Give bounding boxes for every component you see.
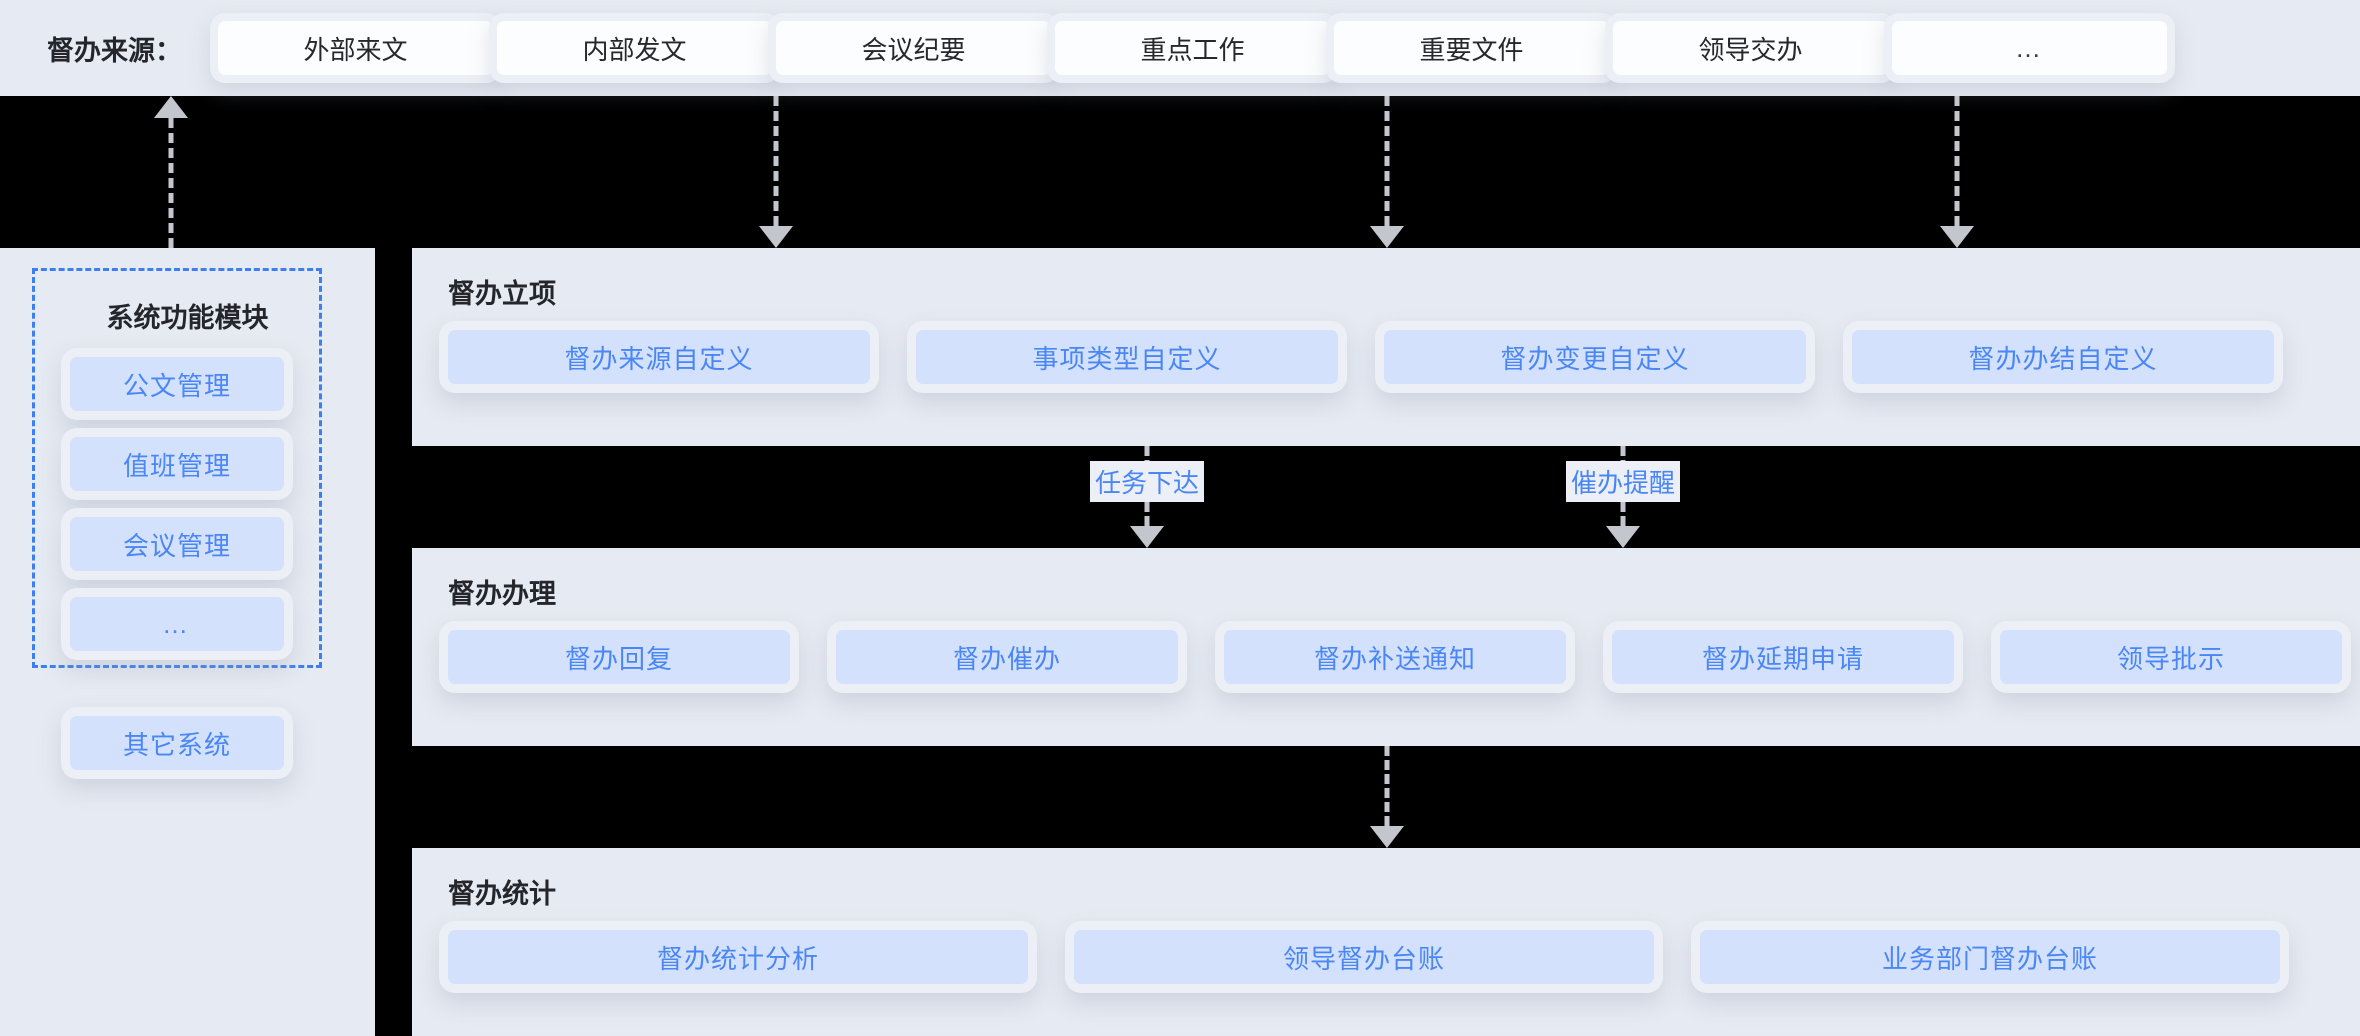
- source-chip-external-doc[interactable]: 外部来文: [218, 21, 493, 75]
- source-chip-key-work[interactable]: 重点工作: [1055, 21, 1330, 75]
- connector-stem: [773, 96, 779, 226]
- panel-title-supervision-handling: 督办办理: [448, 579, 556, 609]
- connector-label-task-dispatch: 任务下达: [1089, 461, 1205, 502]
- module-chip-document-management[interactable]: 公文管理: [70, 357, 284, 411]
- chip-change-custom[interactable]: 督办变更自定义: [1384, 330, 1806, 384]
- chip-department-ledger[interactable]: 业务部门督办台账: [1700, 930, 2280, 984]
- connector-stem: [168, 118, 174, 248]
- connector-source-to-setup-2: [1370, 96, 1404, 248]
- connector-stem: [1384, 96, 1390, 226]
- panel-title-supervision-statistics: 督办统计: [448, 879, 556, 909]
- module-chip-other-systems[interactable]: 其它系统: [70, 716, 284, 770]
- chip-urge[interactable]: 督办催办: [836, 630, 1178, 684]
- supervision-source-bar: 督办来源： 外部来文 内部发文 会议纪要 重点工作 重要文件 领导交办 …: [0, 0, 2360, 96]
- panel-supervision-handling: 督办办理 督办回复 督办催办 督办补送通知 督办延期申请 领导批示: [412, 548, 2360, 746]
- source-chip-more[interactable]: …: [1892, 21, 2167, 75]
- chip-closing-custom[interactable]: 督办办结自定义: [1852, 330, 2274, 384]
- connector-stem: [1384, 746, 1390, 826]
- source-chip-list: 外部来文 内部发文 会议纪要 重点工作 重要文件 领导交办 …: [218, 21, 2167, 75]
- module-chip-duty-management[interactable]: 值班管理: [70, 437, 284, 491]
- source-chip-meeting-minutes[interactable]: 会议纪要: [776, 21, 1051, 75]
- sidebar-title: 系统功能模块: [106, 303, 269, 333]
- connector-modules-to-sources: [154, 96, 188, 248]
- connector-stem: [1954, 96, 1960, 226]
- panel-title-supervision-setup: 督办立项: [448, 279, 556, 309]
- connector-source-to-setup-3: [1940, 96, 1974, 248]
- source-chip-internal-doc[interactable]: 内部发文: [497, 21, 772, 75]
- connector-handling-to-statistics: [1370, 746, 1404, 848]
- arrowhead-up-icon: [154, 96, 188, 118]
- chip-statistics-analysis[interactable]: 督办统计分析: [448, 930, 1028, 984]
- connector-source-to-setup-1: [759, 96, 793, 248]
- module-chip-more[interactable]: …: [70, 597, 284, 651]
- arrowhead-down-icon: [1606, 526, 1640, 548]
- arrowhead-down-icon: [759, 226, 793, 248]
- panel-row-supervision-handling: 督办回复 督办催办 督办补送通知 督办延期申请 领导批示: [448, 630, 2360, 684]
- module-chip-meeting-management[interactable]: 会议管理: [70, 517, 284, 571]
- panel-supervision-setup: 督办立项 督办来源自定义 事项类型自定义 督办变更自定义 督办办结自定义: [412, 248, 2360, 446]
- chip-source-custom[interactable]: 督办来源自定义: [448, 330, 870, 384]
- supervision-source-label: 督办来源：: [47, 35, 182, 66]
- chip-reply[interactable]: 督办回复: [448, 630, 790, 684]
- arrowhead-down-icon: [1130, 526, 1164, 548]
- chip-item-type-custom[interactable]: 事项类型自定义: [916, 330, 1338, 384]
- chip-leader-ledger[interactable]: 领导督办台账: [1074, 930, 1654, 984]
- modules-dashed-group: [32, 268, 322, 668]
- arrowhead-down-icon: [1940, 226, 1974, 248]
- panel-row-supervision-setup: 督办来源自定义 事项类型自定义 督办变更自定义 督办办结自定义: [448, 330, 2360, 384]
- arrowhead-down-icon: [1370, 826, 1404, 848]
- arrowhead-down-icon: [1370, 226, 1404, 248]
- panel-row-supervision-statistics: 督办统计分析 领导督办台账 业务部门督办台账: [448, 930, 2360, 984]
- connector-label-urge-reminder: 催办提醒: [1565, 461, 1681, 502]
- chip-supplementary-notice[interactable]: 督办补送通知: [1224, 630, 1566, 684]
- source-chip-important-file[interactable]: 重要文件: [1334, 21, 1609, 75]
- chip-extension-request[interactable]: 督办延期申请: [1612, 630, 1954, 684]
- panel-supervision-statistics: 督办统计 督办统计分析 领导督办台账 业务部门督办台账: [412, 848, 2360, 1036]
- source-chip-leader-assign[interactable]: 领导交办: [1613, 21, 1888, 75]
- chip-leader-instruction[interactable]: 领导批示: [2000, 630, 2342, 684]
